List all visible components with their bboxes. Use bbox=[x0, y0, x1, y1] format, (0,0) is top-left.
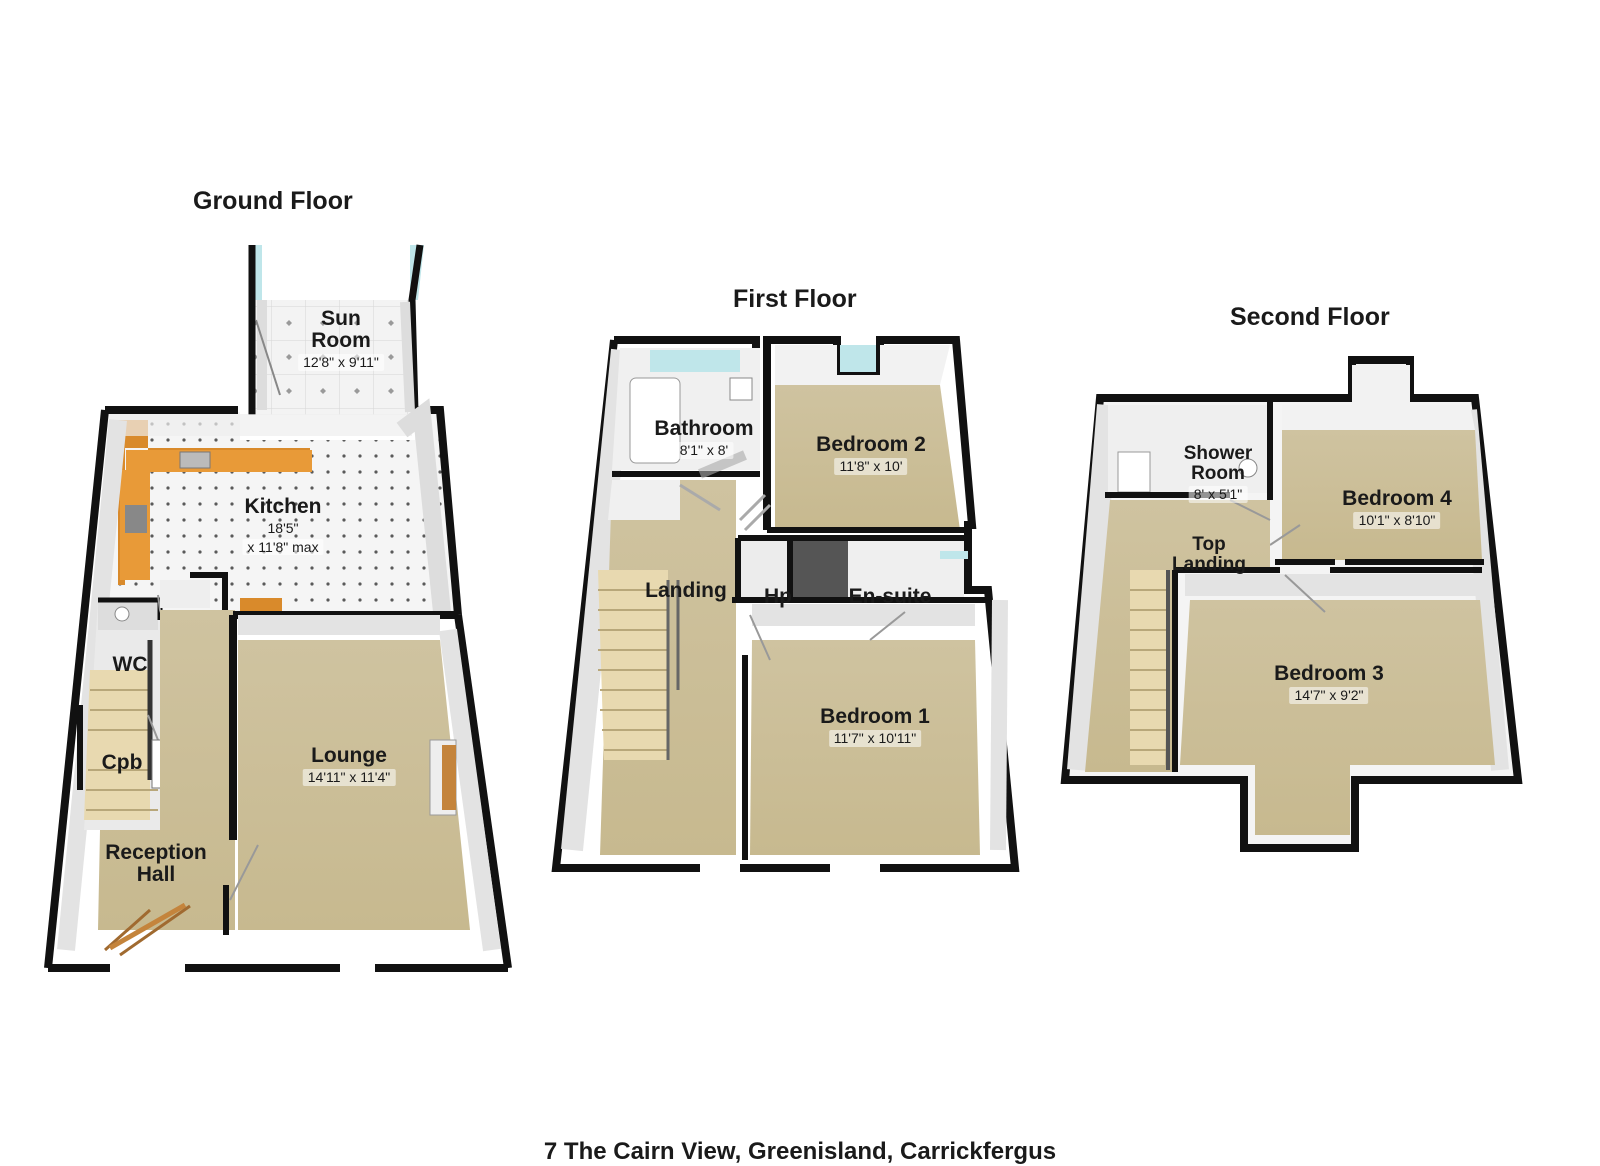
sun-room-label: Sun Room 12'8" x 9'11" bbox=[298, 307, 384, 372]
second-floor-plan bbox=[1060, 356, 1523, 852]
en-suite-name: En-suite bbox=[848, 585, 932, 608]
bedroom-2 bbox=[738, 345, 968, 533]
stairs-block bbox=[77, 594, 186, 830]
top-landing-label: Top Landing bbox=[1172, 535, 1246, 575]
reception-hall-name-line1: Reception bbox=[105, 841, 207, 864]
hp-name: Hp bbox=[764, 585, 792, 608]
bedroom-3 bbox=[1172, 567, 1495, 835]
bathroom bbox=[612, 348, 760, 479]
bedroom-2-name: Bedroom 2 bbox=[816, 433, 926, 456]
first-floor-title: First Floor bbox=[733, 285, 857, 313]
wc-label: WC bbox=[112, 653, 148, 676]
kitchen-label: Kitchen 18'5" x 11'8" max bbox=[242, 495, 324, 557]
top-landing-name-line2: Landing bbox=[1172, 553, 1246, 575]
ground-floor-plan bbox=[44, 244, 512, 972]
shower-room-dims: 8' x 5'1" bbox=[1188, 485, 1248, 503]
bedroom-1-name: Bedroom 1 bbox=[820, 705, 930, 728]
top-landing-name-line1: Top bbox=[1192, 534, 1226, 555]
bedroom-1 bbox=[742, 604, 980, 860]
bathroom-dims: 8'1" x 8' bbox=[674, 442, 734, 459]
kitchen-name: Kitchen bbox=[244, 495, 322, 518]
first-floor-plan bbox=[551, 336, 1020, 872]
bathroom-label: Bathroom 8'1" x 8' bbox=[654, 417, 754, 460]
bedroom-4-label: Bedroom 4 10'1" x 8'10" bbox=[1342, 487, 1452, 530]
wc-name: WC bbox=[112, 653, 148, 676]
landing-label: Landing bbox=[645, 579, 727, 602]
hp-en-suite bbox=[732, 535, 988, 603]
shower-room-name-line1: Shower bbox=[1183, 443, 1253, 464]
lounge-dims: 14'11" x 11'4" bbox=[302, 769, 396, 786]
kitchen bbox=[100, 398, 462, 616]
en-suite-label: En-suite bbox=[848, 585, 932, 608]
hp-label: Hp bbox=[764, 585, 792, 608]
bedroom-3-label: Bedroom 3 14'7" x 9'2" bbox=[1274, 662, 1384, 705]
bedroom-1-label: Bedroom 1 11'7" x 10'11" bbox=[820, 705, 930, 748]
reception-hall-name-line2: Hall bbox=[136, 863, 176, 887]
kitchen-dims-line1: 18'5" bbox=[267, 520, 299, 537]
landing-name: Landing bbox=[645, 579, 727, 602]
bedroom-3-dims: 14'7" x 9'2" bbox=[1289, 687, 1369, 704]
landing bbox=[598, 480, 736, 855]
ground-floor-title: Ground Floor bbox=[193, 187, 353, 215]
sun-room-name-line2: Room bbox=[311, 329, 371, 353]
sun-room-dims: 12'8" x 9'11" bbox=[298, 354, 384, 371]
bedroom-2-label: Bedroom 2 11'8" x 10' bbox=[816, 433, 926, 476]
lounge-name: Lounge bbox=[311, 744, 387, 767]
sun-room-name-line1: Sun bbox=[321, 307, 361, 330]
bathroom-name: Bathroom bbox=[654, 417, 754, 440]
bedroom-4-dims: 10'1" x 8'10" bbox=[1353, 512, 1441, 529]
second-floor-title: Second Floor bbox=[1230, 303, 1390, 331]
reception-hall-label: Reception Hall bbox=[105, 841, 207, 887]
shower-room-name-line2: Room bbox=[1191, 462, 1245, 484]
shower-room-label: Shower Room 8' x 5'1" bbox=[1183, 443, 1253, 504]
bedroom-2-dims: 11'8" x 10' bbox=[834, 458, 908, 475]
property-address: 7 The Cairn View, Greenisland, Carrickfe… bbox=[543, 1138, 1057, 1165]
bedroom-1-dims: 11'7" x 10'11" bbox=[828, 730, 922, 747]
cpb-name: Cpb bbox=[101, 751, 143, 774]
shower-room bbox=[1105, 400, 1273, 500]
lounge-label: Lounge 14'11" x 11'4" bbox=[302, 744, 396, 787]
bedroom-3-name: Bedroom 3 bbox=[1274, 662, 1384, 685]
cpb-label: Cpb bbox=[101, 751, 143, 774]
kitchen-dims-line2: x 11'8" max bbox=[242, 538, 324, 556]
bedroom-4-name: Bedroom 4 bbox=[1342, 487, 1452, 510]
